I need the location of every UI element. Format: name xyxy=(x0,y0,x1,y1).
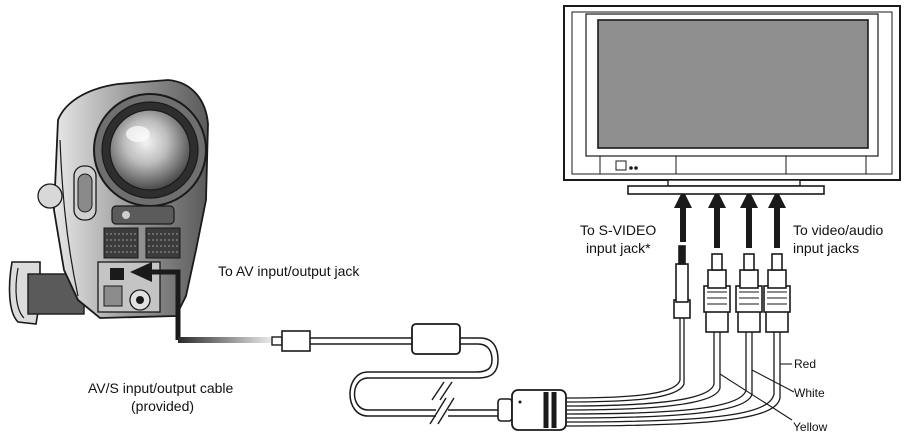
svideo-label-line1: To S-VIDEO xyxy=(580,222,657,238)
av-cable xyxy=(271,316,781,431)
television xyxy=(563,5,901,195)
tv-screen xyxy=(597,19,869,149)
tv-stand-neck xyxy=(667,179,801,187)
ferrite-core xyxy=(411,323,461,355)
svideo-label-line2: input jack* xyxy=(586,240,651,256)
cable-label-line1: AV/S input/output cable xyxy=(88,380,234,396)
tv-stand-base xyxy=(627,185,825,195)
svideo-plug xyxy=(673,245,691,319)
white-wire-label: White xyxy=(794,386,825,400)
camcorder-av-jack xyxy=(110,268,124,280)
plug-up-arrows xyxy=(674,190,786,248)
camcorder-lens-glass xyxy=(109,109,191,191)
video-audio-label-line2: input jacks xyxy=(793,240,860,256)
camcorder-cable-fade xyxy=(178,337,282,343)
video-audio-label-line1: To video/audio xyxy=(793,222,884,238)
rca-plug-red xyxy=(763,253,791,333)
cable-label-line2: (provided) xyxy=(131,398,195,414)
av-plug-tip xyxy=(271,336,283,346)
red-wire-label: Red xyxy=(794,357,817,371)
av-jack-arrow xyxy=(130,262,181,340)
camcorder-speaker-grille xyxy=(103,227,181,259)
color-leader-lines xyxy=(719,363,795,421)
yellow-wire-label: Yellow xyxy=(793,420,828,434)
cable-junction xyxy=(511,389,567,431)
av-jack-label: To AV input/output jack xyxy=(218,263,360,279)
av-plug-body xyxy=(281,330,311,352)
rca-plug-white xyxy=(735,253,763,333)
rca-plug-yellow xyxy=(703,253,731,333)
